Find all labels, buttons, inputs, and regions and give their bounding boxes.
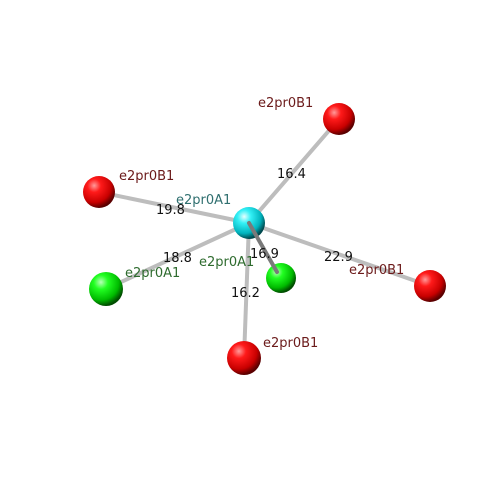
- atom-label-center: e2pr0A1: [176, 193, 231, 208]
- atom-neighbor-1[interactable]: [323, 103, 355, 135]
- atom-label-neighbor-5: e2pr0B1: [263, 336, 318, 351]
- atom-label-neighbor-4: e2pr0A1: [199, 255, 254, 270]
- atom-label-neighbor-1: e2pr0B1: [258, 96, 313, 111]
- atom-label-neighbor-3: e2pr0A1: [125, 266, 180, 281]
- atom-label-neighbor-2: e2pr0B1: [119, 169, 174, 184]
- distance-label-4: 16.9: [250, 247, 279, 262]
- atom-neighbor-3[interactable]: [89, 272, 123, 306]
- bond-to-neighbor-4: [247, 221, 279, 274]
- bond-to-neighbor-1: [247, 117, 341, 225]
- atom-neighbor-6[interactable]: [414, 270, 446, 302]
- distance-label-2: 19.8: [156, 203, 185, 218]
- distance-label-1: 16.4: [277, 167, 306, 182]
- atom-neighbor-5[interactable]: [227, 341, 261, 375]
- atom-neighbor-2[interactable]: [83, 176, 115, 208]
- bonds: [97, 117, 432, 360]
- bond-to-neighbor-3: [104, 221, 251, 291]
- atom-neighbor-4[interactable]: [266, 263, 296, 293]
- distance-label-3: 18.8: [163, 251, 192, 266]
- bond-to-neighbor-6: [247, 221, 432, 288]
- bond-to-neighbor-2: [97, 190, 251, 225]
- atom-label-neighbor-6: e2pr0B1: [349, 263, 404, 278]
- distance-label-6: 22.9: [324, 250, 353, 265]
- bond-to-neighbor-5: [242, 221, 251, 360]
- distance-label-5: 16.2: [231, 286, 260, 301]
